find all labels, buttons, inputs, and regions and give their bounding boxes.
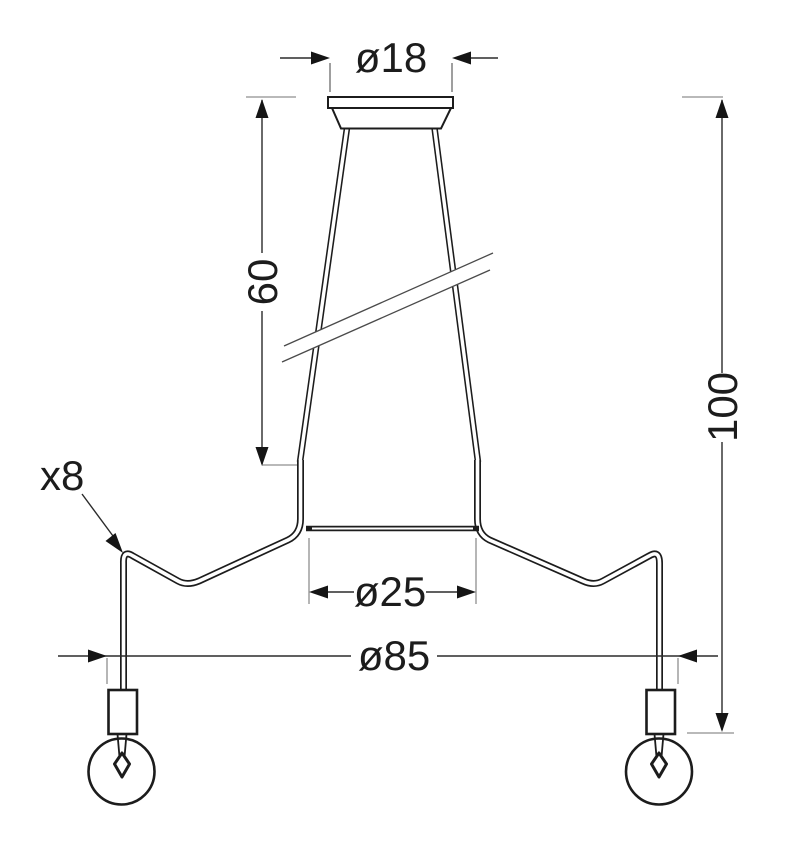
bulb-socket	[107, 688, 139, 736]
bulb-filament-stem	[650, 751, 668, 779]
suspension-rods	[296, 127, 482, 463]
label-ring-diameter: ø25	[354, 568, 426, 615]
bulb-filament-stem	[113, 751, 131, 779]
break-band	[282, 253, 493, 362]
bulb-socket	[645, 688, 677, 736]
dimension-canopy-diameter: ø18	[280, 34, 498, 81]
arrow-down-icon	[255, 447, 269, 466]
extension-lines	[106, 63, 734, 734]
arrow-down-icon	[715, 713, 729, 732]
label-total-height: 100	[699, 372, 746, 442]
arrow-up-icon	[255, 99, 269, 118]
arrow-right-icon	[88, 649, 107, 663]
bulb-glass	[624, 737, 694, 806]
arrow-left-icon	[678, 649, 697, 663]
dimension-suspension-length: 60	[239, 99, 286, 466]
leader-line	[81, 493, 114, 537]
bulb-right	[624, 688, 694, 806]
arrow-right-icon	[311, 51, 330, 65]
break-lines	[281, 252, 494, 363]
dimension-overall-diameter: ø85	[58, 632, 718, 679]
break-line-lower	[281, 269, 491, 363]
ceiling-canopy	[327, 96, 454, 130]
arrow-left-icon	[452, 51, 471, 65]
leader-arrow-icon	[105, 533, 123, 553]
bulb-left	[87, 688, 156, 806]
dimension-total-height: 100	[699, 99, 746, 732]
label-overall-diameter: ø85	[358, 632, 430, 679]
arm-count-callout: x8	[40, 452, 123, 553]
dimension-ring-diameter: ø25	[309, 568, 476, 615]
label-arm-count: x8	[40, 452, 84, 499]
arrow-up-icon	[715, 99, 729, 118]
label-suspension-length: 60	[239, 259, 286, 306]
canopy-body	[330, 107, 453, 130]
break-line-upper	[283, 252, 494, 347]
arrow-right-icon	[457, 585, 476, 599]
canopy-plate	[327, 96, 454, 109]
bulb-glass	[87, 737, 156, 806]
arms	[119, 460, 663, 691]
arrow-left-icon	[309, 585, 328, 599]
label-canopy-diameter: ø18	[355, 34, 427, 81]
